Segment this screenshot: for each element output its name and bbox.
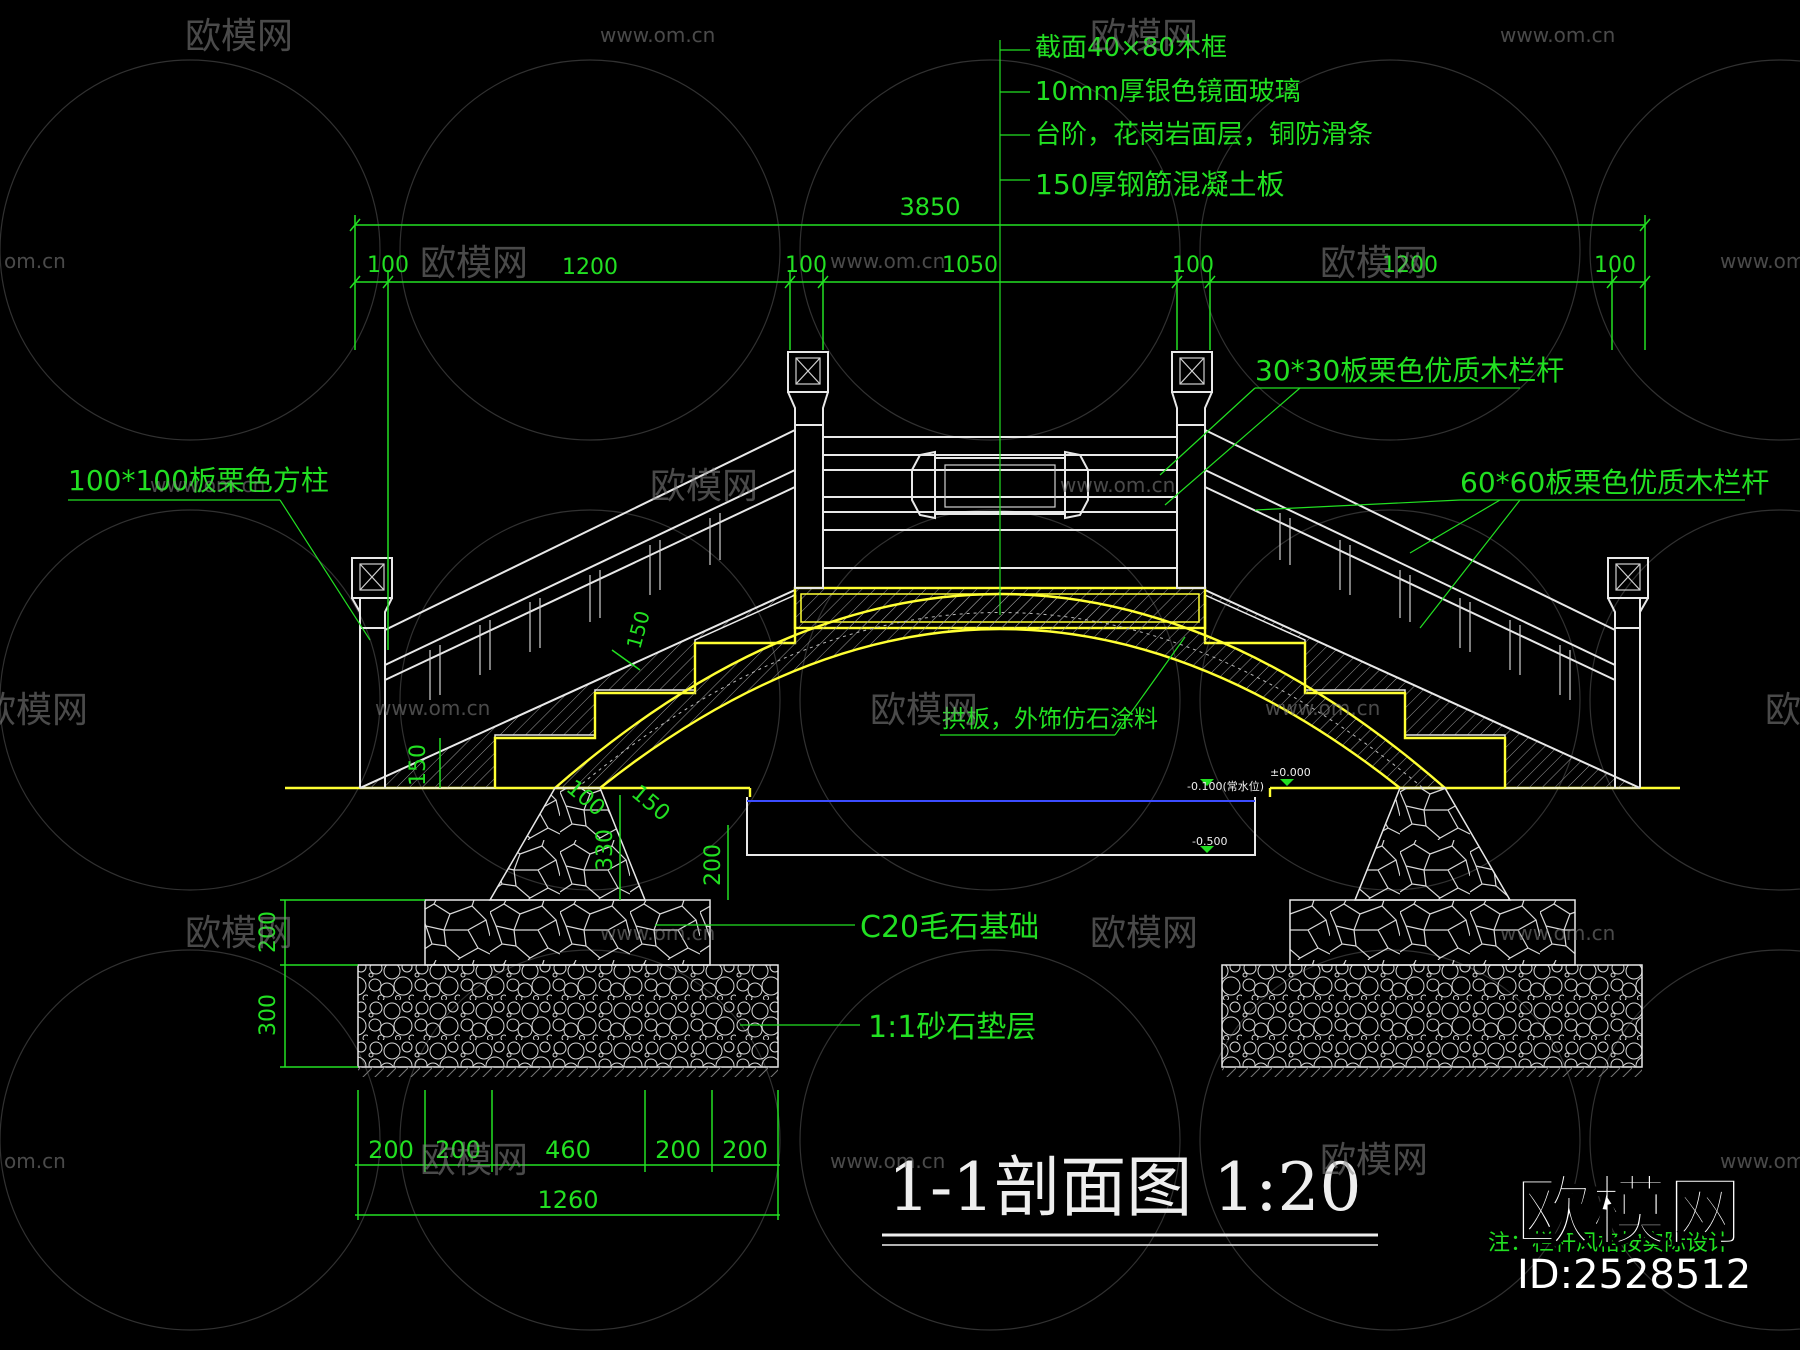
left-abutment bbox=[357, 787, 779, 1077]
wm-brand: 欧模网 bbox=[1090, 913, 1198, 954]
mid-post-left bbox=[787, 351, 829, 589]
dimension-tick bbox=[1171, 275, 1183, 289]
wm-brand: 欧模网 bbox=[420, 243, 528, 284]
level-water: -0.100(常水位) bbox=[1187, 779, 1264, 793]
wm-url: www.om.cn bbox=[600, 921, 715, 945]
wm-url: www.om.cn bbox=[1500, 23, 1615, 47]
arch-vault bbox=[551, 592, 1449, 790]
dim-pool: 200 bbox=[701, 844, 726, 886]
corner-branding: 注：栏杆风格按实际设计 欧模网 ID:2528512 bbox=[1488, 1166, 1751, 1298]
dim-100-d: 100 bbox=[1594, 253, 1636, 278]
upper-dimensions: 100 1200 100 1050 100 1200 100 bbox=[349, 253, 1651, 650]
label-arch-finish: 拱板，外饰仿石涂料 bbox=[942, 705, 1158, 733]
wm-url-cut: om.cn bbox=[4, 1149, 66, 1173]
detail-dimensions: 150 150 100 150 330 200 200 300 bbox=[256, 608, 729, 1068]
label-rail-60: 60*60板栗色优质木栏杆 bbox=[1460, 466, 1769, 499]
dim-100-a: 100 bbox=[367, 253, 409, 278]
dimension-tick bbox=[1606, 275, 1618, 289]
level-zero: ±0.000 bbox=[1270, 766, 1311, 779]
wm-url: www.om.cn bbox=[600, 23, 715, 47]
wm-url: www.om.cn bbox=[1720, 1149, 1800, 1173]
label-rail-30: 30*30板栗色优质木栏杆 bbox=[1255, 354, 1564, 387]
wm-brand: 欧模网 bbox=[1320, 243, 1428, 284]
dim-stair: 150 bbox=[406, 744, 431, 786]
dimension-tick bbox=[1639, 275, 1651, 289]
dim-wall: 330 bbox=[593, 829, 618, 871]
corner-id: ID:2528512 bbox=[1517, 1252, 1751, 1298]
right-abutment bbox=[1221, 787, 1643, 1077]
dim-slab: 150 bbox=[622, 608, 655, 651]
drawing-title: 1-1剖面图 1:20 bbox=[882, 1149, 1378, 1246]
wm-brand: 欧模网 bbox=[420, 1140, 528, 1181]
wm-brand: 欧模网 bbox=[185, 913, 293, 954]
end-post-right bbox=[1607, 557, 1649, 629]
ground-line bbox=[285, 786, 1680, 797]
label-gravel: 1:1砂石垫层 bbox=[868, 1010, 1036, 1045]
level-marks: -0.100(常水位) ±0.000 -0.500 bbox=[1187, 766, 1311, 848]
note-frame: 截面40×80木框 bbox=[1035, 33, 1227, 63]
dim-1200-a: 1200 bbox=[562, 255, 618, 280]
level-pool-bottom: -0.500 bbox=[1192, 835, 1227, 848]
dim-100-c: 100 bbox=[1172, 253, 1214, 278]
wm-url: www.om.cn bbox=[1500, 921, 1615, 945]
corner-note: 注：栏杆风格按实际设计 bbox=[1488, 1231, 1730, 1256]
watermarks: 欧模网 www.om.cn 欧模网 www.om.cn om.cn 欧模网 ww… bbox=[0, 16, 1800, 1181]
dim-bottom-1: 200 bbox=[368, 1136, 414, 1164]
overall-dim-label: 3850 bbox=[899, 193, 960, 221]
wm-brand: 欧模网 bbox=[185, 16, 293, 57]
dim-bottom-5: 200 bbox=[722, 1136, 768, 1164]
label-post: 100*100板栗色方柱 bbox=[68, 464, 329, 497]
component-labels: 100*100板栗色方柱 30*30板栗色优质木栏杆 60*60板栗色优质木栏杆… bbox=[68, 354, 1769, 1045]
dim-bottom-4: 200 bbox=[655, 1136, 701, 1164]
note-glass: 10mm厚银色镜面玻璃 bbox=[1035, 77, 1301, 107]
material-notes: 截面40×80木框 10mm厚银色镜面玻璃 台阶，花岗岩面层，铜防滑条 150厚… bbox=[1000, 33, 1373, 201]
wm-url: www.om.cn bbox=[1265, 696, 1380, 720]
wm-brand: 欧模网 bbox=[650, 466, 758, 507]
dim-100-b: 100 bbox=[785, 253, 827, 278]
page-title: 1-1剖面图 1:20 bbox=[888, 1149, 1361, 1226]
dimension-tick bbox=[817, 275, 829, 289]
dimension-tick bbox=[1204, 275, 1216, 289]
note-slab: 150厚钢筋混凝土板 bbox=[1035, 168, 1284, 201]
wm-url: www.om.cn bbox=[830, 249, 945, 273]
wm-url: www.om.cn bbox=[1060, 473, 1175, 497]
dim-1200-b: 1200 bbox=[1382, 253, 1438, 278]
dim-bottom-3: 460 bbox=[545, 1136, 591, 1164]
dimension-tick bbox=[784, 275, 796, 289]
dimension-tick bbox=[349, 275, 361, 289]
dim-found: 200 bbox=[256, 911, 281, 953]
dim-1050: 1050 bbox=[942, 253, 998, 278]
label-foundation: C20毛石基础 bbox=[860, 910, 1039, 945]
dim-bottom-2: 200 bbox=[435, 1136, 481, 1164]
wm-url: www.om.cn bbox=[375, 696, 490, 720]
wm-brand-cut: 欧模网 bbox=[0, 690, 88, 731]
dimension-tick bbox=[382, 275, 394, 289]
pool bbox=[746, 779, 1294, 856]
bottom-dimensions: 200 200 460 200 200 1260 bbox=[355, 1090, 780, 1220]
wm-url: www.om.cn bbox=[150, 473, 265, 497]
wm-url: www.om.cn bbox=[1720, 249, 1800, 273]
wm-brand: 欧模网 bbox=[870, 690, 978, 731]
note-steps: 台阶，花岗岩面层，铜防滑条 bbox=[1035, 120, 1373, 150]
wm-brand: 欧模网 bbox=[1090, 16, 1198, 57]
end-post-left bbox=[351, 557, 393, 629]
wm-url: www.om.cn bbox=[830, 1149, 945, 1173]
right-railing bbox=[1204, 429, 1641, 788]
dim-bottom-total: 1260 bbox=[537, 1186, 598, 1214]
mid-post-right bbox=[1171, 351, 1213, 589]
corner-brand: 欧模网 bbox=[1515, 1167, 1743, 1256]
wm-url-cut: om.cn bbox=[4, 249, 66, 273]
wm-brand: 欧模网 bbox=[1320, 1140, 1428, 1181]
wm-brand: 欧模网 bbox=[1765, 690, 1800, 731]
dim-gravel: 300 bbox=[256, 994, 281, 1036]
